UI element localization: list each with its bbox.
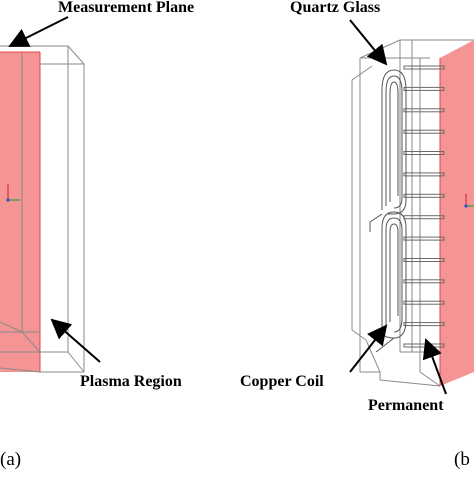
magnet-bar	[403, 65, 445, 70]
magnet-bar	[403, 343, 445, 348]
magnet-bar	[403, 215, 445, 220]
magnet-bar	[403, 300, 445, 305]
coil-upper-loop	[381, 69, 407, 215]
magnet-bar	[403, 258, 445, 262]
copper-coil-arrow	[349, 324, 388, 373]
measurement-plane-a	[0, 52, 40, 372]
magnet-bar	[403, 108, 445, 113]
panel-a-model	[0, 16, 101, 373]
measurement-plane-arrow	[8, 16, 69, 47]
axis-triad-a	[6, 184, 20, 202]
quartz-glass-arrow	[349, 19, 388, 66]
plasma-chamber-wireframe	[0, 45, 85, 373]
magnet-bar	[403, 129, 445, 134]
measurement-plane-label: Measurement Plane	[58, 0, 195, 16]
plasma-region-label: Plasma Region	[80, 373, 182, 390]
panel-b-model	[349, 19, 474, 395]
panel-a-label: (a)	[0, 449, 22, 470]
permanent-magnet-arrow	[422, 338, 447, 395]
magnet-bar	[403, 151, 445, 155]
panel-b-label: (b	[454, 449, 470, 470]
copper-coil-label: Copper Coil	[240, 373, 324, 390]
coil-lower-loop	[381, 211, 407, 339]
magnet-bar	[403, 322, 445, 327]
magnet-bar	[403, 172, 445, 177]
quartz-glass-wireframe	[351, 39, 474, 387]
copper-coil	[369, 69, 407, 353]
plasma-region-arrow	[50, 318, 101, 363]
permanent-magnet-label: Permanent	[368, 397, 444, 414]
magnet-bar	[403, 86, 445, 91]
measurement-plane-b	[440, 40, 474, 386]
magnet-bar	[403, 236, 445, 241]
magnet-bar	[403, 279, 445, 284]
axis-triad-b	[464, 194, 474, 208]
permanent-magnets	[403, 65, 445, 348]
magnet-bar	[403, 193, 445, 198]
quartz-glass-label: Quartz Glass	[290, 0, 381, 16]
